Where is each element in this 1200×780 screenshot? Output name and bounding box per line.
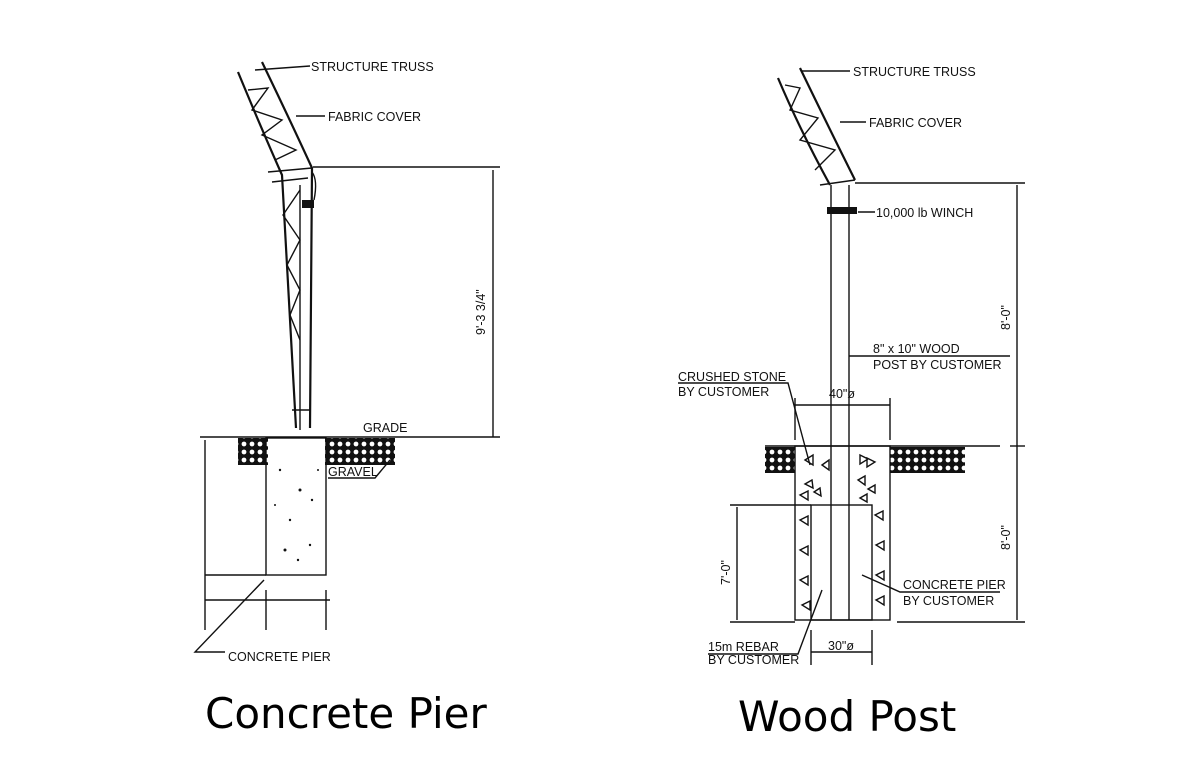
rebar-label-line1: 15m REBAR	[708, 640, 779, 654]
fabric-label: FABRIC COVER	[869, 116, 962, 130]
gravel-leader	[328, 459, 391, 479]
winch	[827, 207, 857, 214]
pier-label: CONCRETE PIER	[228, 650, 331, 664]
outer-diameter-label: 40"ø	[829, 387, 855, 401]
gravel-left	[238, 438, 268, 465]
rebar-leader	[708, 589, 823, 655]
crushed-stone-fill	[794, 445, 891, 621]
gravel-right	[890, 447, 965, 473]
concrete-speckle	[274, 468, 319, 562]
pier-label-line2: BY CUSTOMER	[903, 594, 994, 608]
pier-label-line1: CONCRETE PIER	[903, 578, 1006, 592]
pier-leader	[193, 579, 265, 653]
grade-label: GRADE	[363, 421, 407, 435]
fabric-label: FABRIC COVER	[328, 110, 421, 124]
stone-triangles	[798, 453, 885, 612]
wood-post-title: Wood Post	[738, 692, 956, 741]
truss-label: STRUCTURE TRUSS	[311, 60, 434, 74]
winch-label: 10,000 lb WINCH	[876, 206, 973, 220]
wood-post-drawing: 8'-0" 8'-0" 7'-0" 40"ø 30"ø STRUCTURE TR…	[678, 65, 1025, 741]
truss-leader	[254, 65, 311, 71]
gravel-label: GRAVEL	[328, 465, 378, 479]
stone-label-line2: BY CUSTOMER	[678, 385, 769, 399]
inner-diameter-label: 30"ø	[828, 639, 854, 653]
pier-leader	[861, 574, 1000, 593]
structure-truss	[776, 67, 856, 186]
gravel-right	[325, 438, 395, 465]
above-grade-label: 8'-0"	[999, 305, 1013, 330]
below-grade-label: 8'-0"	[999, 525, 1013, 550]
concrete-pier-drawing: 9'-3 3/4" CONCRETE PIER STRUCTURE TRUSS …	[193, 60, 500, 738]
structure-truss	[236, 61, 317, 430]
rebar-label-line2: BY CUSTOMER	[708, 653, 799, 667]
post-label-line2: POST BY CUSTOMER	[873, 358, 1002, 372]
pier-depth-label: 7'-0"	[719, 560, 733, 585]
inner-concrete-pier	[810, 504, 873, 621]
height-label: 9'-3 3/4"	[474, 289, 488, 335]
post-label-line1: 8" x 10" WOOD	[873, 342, 960, 356]
truss-label: STRUCTURE TRUSS	[853, 65, 976, 79]
stone-label-line1: CRUSHED STONE	[678, 370, 786, 384]
gravel-left	[765, 447, 795, 473]
stone-leader	[678, 382, 811, 466]
concrete-pier-title: Concrete Pier	[205, 689, 487, 738]
concrete-pier	[265, 437, 327, 576]
